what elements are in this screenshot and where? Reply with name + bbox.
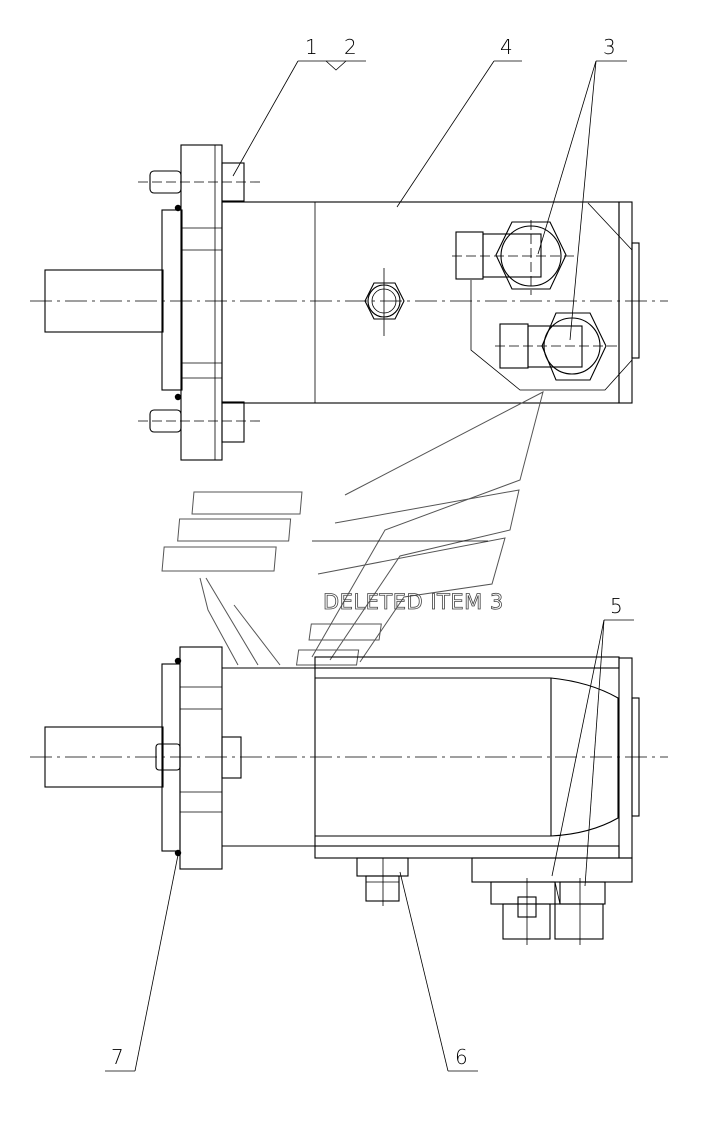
callout-3: 3 [603, 35, 616, 59]
deleted-watermark: DELETED ITEM 3 [161, 391, 544, 666]
callout-5: 5 [610, 594, 623, 618]
callout-2: 2 [344, 35, 357, 59]
watermark-text: DELETED ITEM 3 [323, 590, 504, 614]
top-view [30, 144, 668, 461]
leader-lines [105, 60, 634, 1072]
callout-labels: 1 2 4 3 5 6 7 [111, 35, 623, 1069]
callout-6: 6 [455, 1045, 468, 1069]
callout-7: 7 [111, 1045, 124, 1069]
callout-4: 4 [500, 35, 513, 59]
bottom-view [30, 646, 668, 945]
callout-1: 1 [305, 35, 318, 59]
